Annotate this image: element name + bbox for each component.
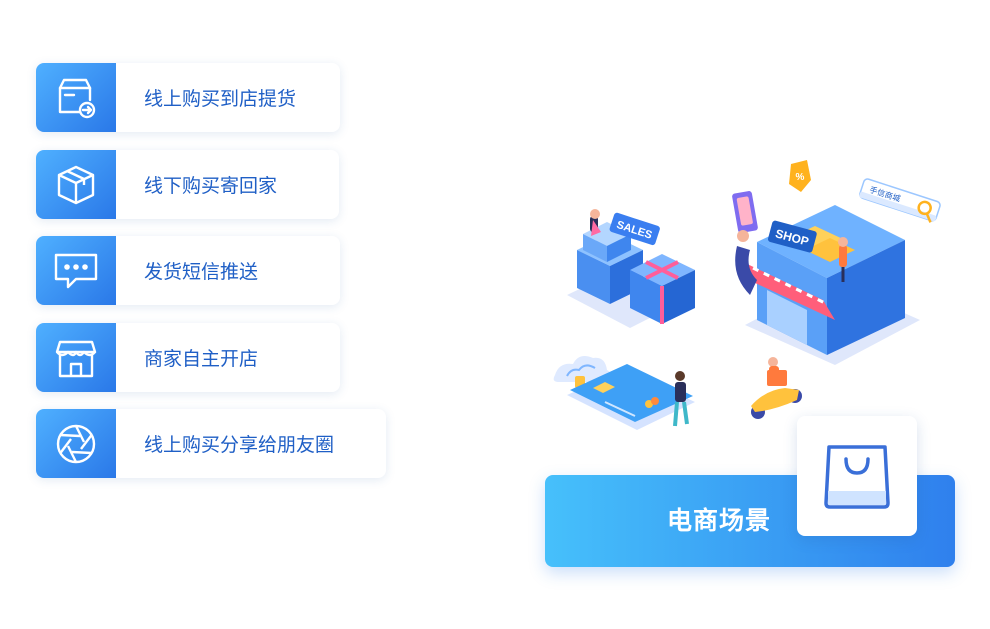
aperture-icon	[36, 409, 116, 478]
feature-card-pickup[interactable]: 线上购买到店提货	[36, 63, 340, 132]
shop-sign: SHOP	[767, 220, 817, 253]
feature-label: 发货短信推送	[144, 261, 259, 283]
credit-card-graphic	[553, 356, 695, 430]
feature-label: 线上购买分享给朋友圈	[144, 434, 335, 456]
delivery-scooter-graphic	[751, 357, 802, 419]
feature-card-ship-home[interactable]: 线下购买寄回家	[36, 150, 339, 219]
feature-card-sms[interactable]: 发货短信推送	[36, 236, 340, 305]
feature-card-share-moments[interactable]: 线上购买分享给朋友圈	[36, 409, 386, 478]
discount-tag: %	[789, 160, 811, 192]
shop-building	[743, 205, 920, 365]
person-graphic	[673, 371, 689, 427]
feature-label: 线上购买到店提货	[144, 88, 297, 110]
banner-title: 电商场景	[667, 506, 772, 535]
ecommerce-illustration: SALES SHOP % 手信商城	[553, 160, 941, 430]
package-icon	[36, 150, 116, 219]
phone-graphic	[732, 191, 758, 295]
sales-sign: SALES	[609, 212, 660, 246]
discount-symbol: %	[796, 172, 805, 183]
feature-label: 线下购买寄回家	[144, 175, 278, 197]
feature-card-open-store[interactable]: 商家自主开店	[36, 323, 340, 392]
search-bar-graphic: 手信商城	[859, 178, 941, 223]
box-arrow-icon	[36, 63, 116, 132]
shopping-bag-card	[797, 416, 917, 536]
storefront-icon	[36, 323, 116, 392]
message-icon	[36, 236, 116, 305]
shopping-bag-icon	[824, 445, 890, 509]
feature-label: 商家自主开店	[144, 348, 259, 370]
